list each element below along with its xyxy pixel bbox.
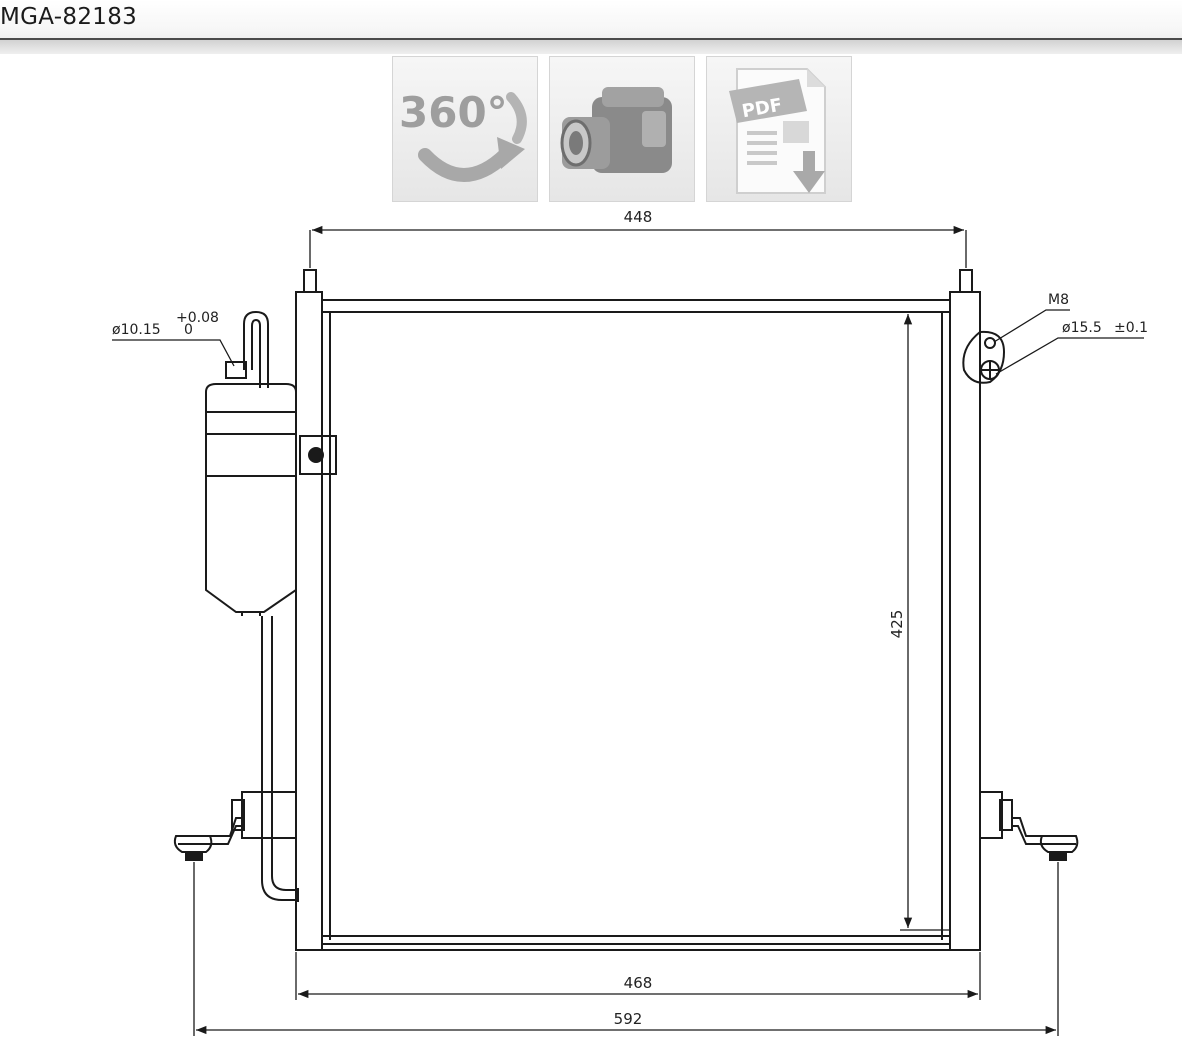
rotate-360-icon: 360°: [399, 88, 527, 182]
right-mounting-bracket: [979, 791, 1079, 861]
part-number-title: MGA-82183: [0, 4, 138, 30]
hole-tolerance-note: ±0.1: [1114, 320, 1148, 336]
pipe-diameter-note: ø10.15: [112, 322, 161, 338]
thread-note: M8: [1048, 292, 1069, 308]
pdf-download-icon: PDF: [729, 68, 826, 194]
dim-height-label: 425: [888, 610, 906, 639]
pipe-tolerance-lower: 0: [184, 322, 193, 338]
header-divider: [0, 38, 1182, 40]
hole-diameter-note: ø15.5: [1062, 320, 1102, 336]
right-header-tank: [949, 269, 1006, 951]
header-bar: MGA-82183: [0, 0, 1182, 40]
header-shadow-band: [0, 40, 1182, 54]
receiver-dryer: [205, 310, 299, 902]
pdf-download-button[interactable]: PDF: [706, 56, 852, 202]
dim-core-width-label: 468: [624, 974, 653, 992]
media-toolbar: 360° PDF: [392, 56, 852, 202]
dim-overall-width-label: 592: [614, 1010, 643, 1028]
video-button[interactable]: [549, 56, 695, 202]
left-header-tank: [295, 269, 337, 951]
rotate-360-label: 360°: [399, 88, 508, 137]
pipe-tolerance-upper: +0.08: [176, 310, 219, 326]
condenser-technical-drawing: 448 425 468 592 ø10.15 +0.08 0 M8 ø15.5 …: [112, 208, 1148, 1036]
condenser-core: [321, 299, 951, 951]
view-360-button[interactable]: 360°: [392, 56, 538, 202]
camcorder-icon: [560, 87, 672, 173]
dim-top-width-label: 448: [624, 208, 653, 226]
left-mounting-bracket: [173, 791, 297, 861]
